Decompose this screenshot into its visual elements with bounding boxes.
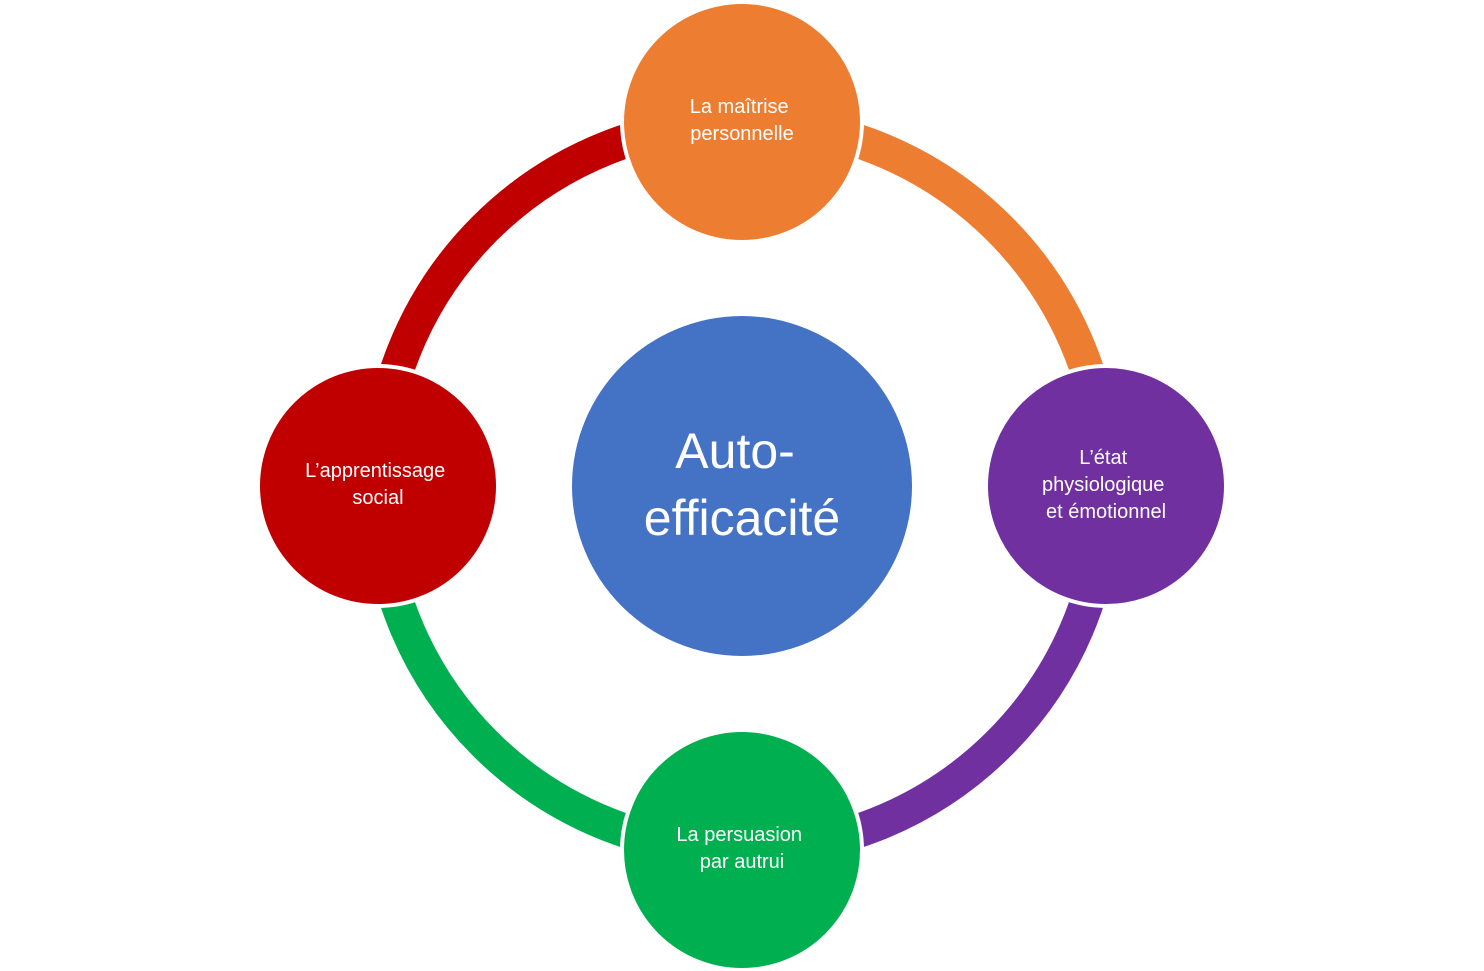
center-circle [572,316,912,656]
node-bottom-circle [620,728,864,971]
center-label: Auto- efficacité [644,423,840,546]
node-right: L’état physiologique et émotionnel [984,364,1228,608]
node-right-circle [984,364,1228,608]
node-left: L’apprentissage social [256,364,500,608]
center-node: Auto- efficacité [572,316,912,656]
node-bottom-label: La persuasion par autrui [676,824,807,873]
node-right-label: L’état physiologique et émotionnel [1042,447,1170,523]
node-top-label: La maîtrise personnelle [690,96,795,145]
node-top-circle [620,0,864,244]
node-bottom: La persuasion par autrui [620,728,864,971]
node-left-label: L’apprentissage social [305,460,451,509]
node-top: La maîtrise personnelle [620,0,864,244]
node-left-circle [256,364,500,608]
